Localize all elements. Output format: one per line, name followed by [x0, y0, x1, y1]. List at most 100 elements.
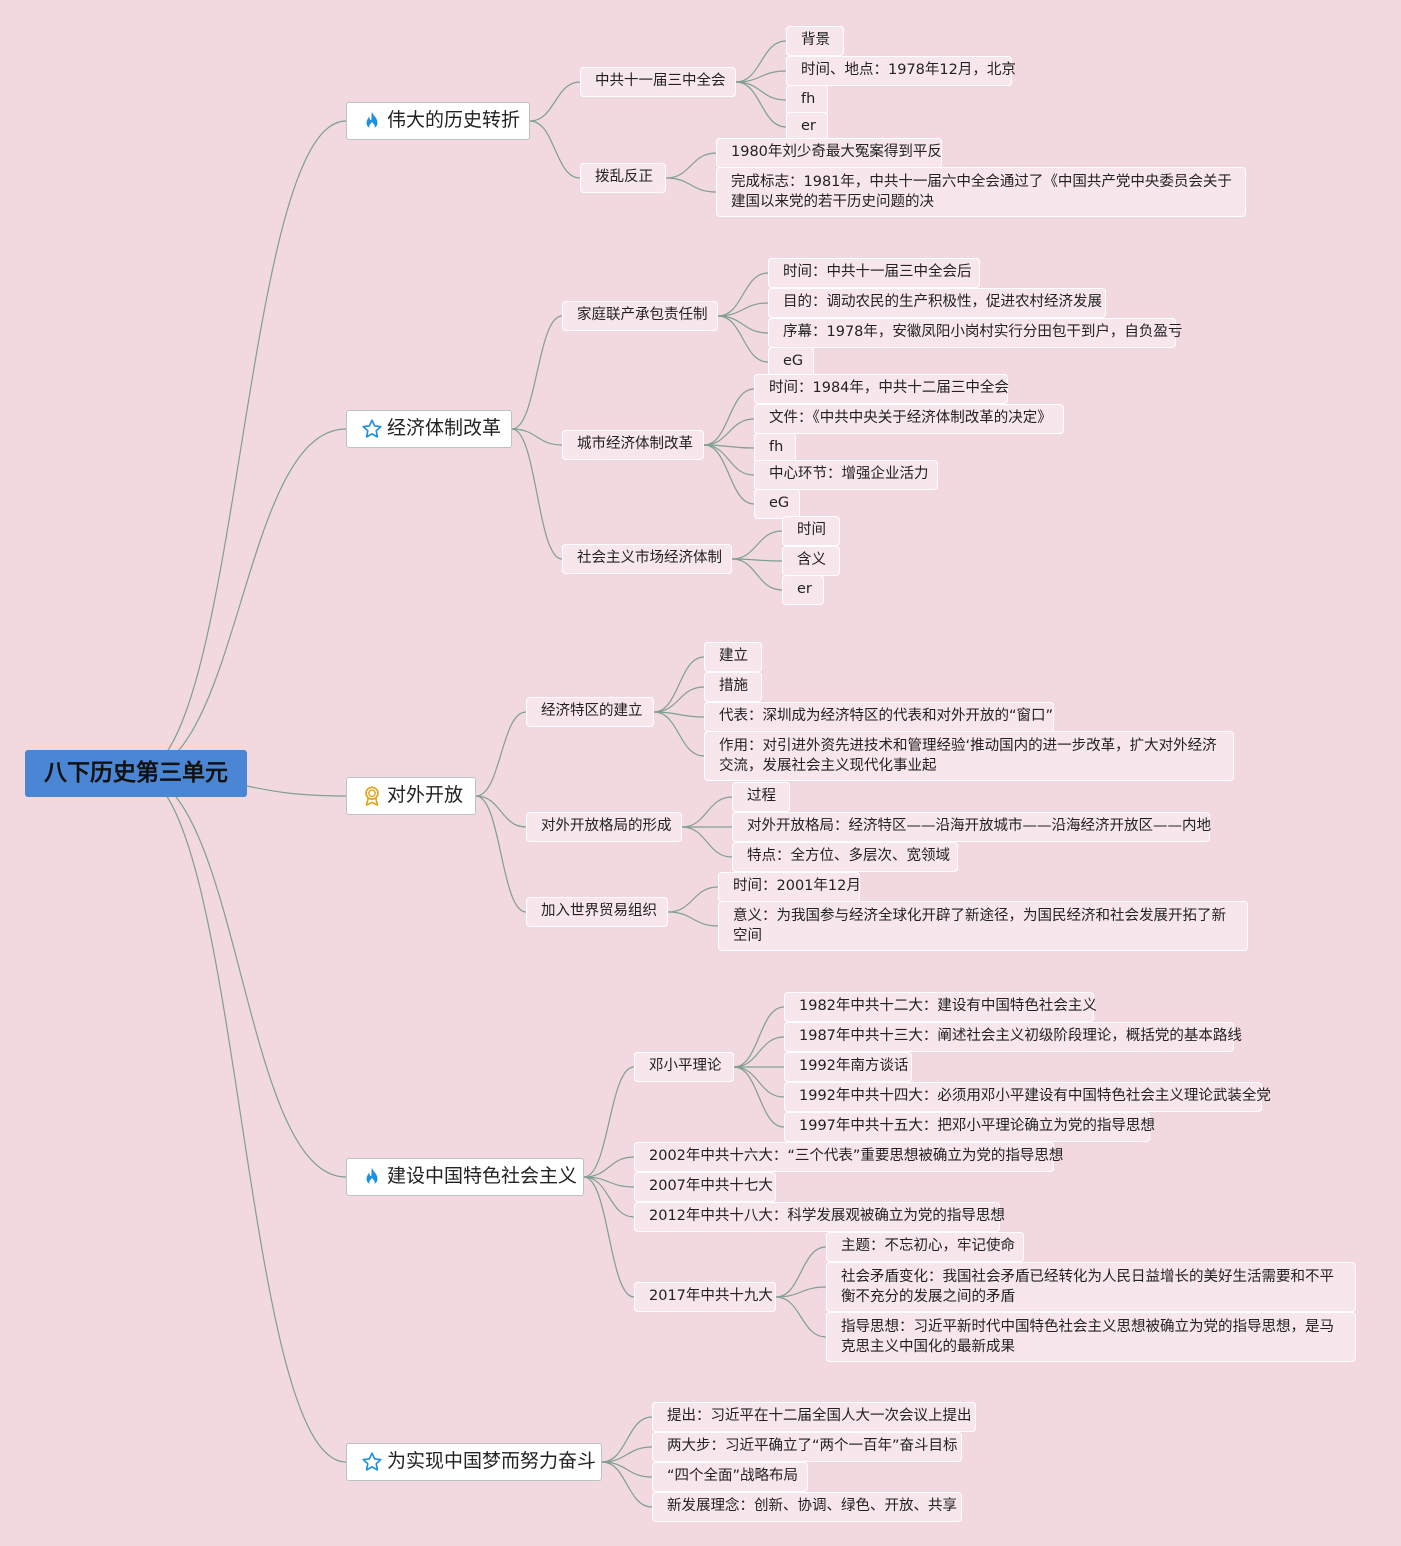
link-branch-3-child-3	[583, 1176, 635, 1218]
leaf-1-1-1[interactable]: 文件：《中共中央关于经济体制改革的决定》	[754, 404, 1064, 434]
subtopic-4-3[interactable]: 新发展理念：创新、协调、绿色、开放、共享	[652, 1492, 962, 1522]
leaf-3-0-1[interactable]: 1987年中共十三大：阐述社会主义初级阶段理论，概括党的基本路线	[784, 1022, 1242, 1052]
link-branch-3-child-1	[583, 1156, 635, 1178]
branch-topic-1[interactable]: 经济体制改革	[346, 410, 512, 448]
branch-topic-2[interactable]: 对外开放	[346, 777, 476, 815]
link-sub-0-1-leaf-0	[665, 152, 717, 179]
link-root-branch-0	[135, 120, 347, 775]
link-sub-2-0-leaf-0	[653, 656, 705, 713]
link-branch-2-child-2	[475, 795, 527, 913]
link-branch-1-child-1	[511, 428, 563, 446]
leaf-1-0-0[interactable]: 时间：中共十一届三中全会后	[768, 258, 980, 288]
link-sub-0-0-leaf-2	[735, 81, 787, 101]
subtopic-1-2[interactable]: 社会主义市场经济体制	[562, 544, 732, 574]
subtopic-1-1[interactable]: 城市经济体制改革	[562, 430, 704, 460]
subtopic-3-4[interactable]: 2017年中共十九大	[634, 1282, 776, 1312]
leaf-0-0-1[interactable]: 时间、地点：1978年12月，北京	[786, 56, 1016, 86]
subtopic-3-2[interactable]: 2007年中共十七大	[634, 1172, 776, 1202]
subtopic-0-0[interactable]: 中共十一届三中全会	[580, 67, 736, 97]
star-icon	[361, 1451, 383, 1473]
leaf-3-4-2[interactable]: 指导思想：习近平新时代中国特色社会主义思想被确立为党的指导思想，是马克思主义中国…	[826, 1312, 1356, 1362]
branch-topic-0[interactable]: 伟大的历史转折	[346, 102, 530, 140]
link-sub-0-0-leaf-3	[735, 81, 787, 128]
branch-topic-4[interactable]: 为实现中国梦而努力奋斗	[346, 1443, 602, 1481]
link-sub-1-0-leaf-3	[717, 315, 769, 363]
leaf-3-4-1[interactable]: 社会矛盾变化：我国社会矛盾已经转化为人民日益增长的美好生活需要和不平衡不充分的发…	[826, 1262, 1356, 1312]
subtopic-2-0[interactable]: 经济特区的建立	[526, 697, 654, 727]
leaf-3-0-2[interactable]: 1992年南方谈话	[784, 1052, 912, 1082]
fire-icon	[361, 110, 383, 132]
leaf-1-0-3[interactable]: eG	[768, 347, 814, 377]
branch-title: 为实现中国梦而努力奋斗	[387, 1450, 597, 1472]
leaf-1-2-2[interactable]: er	[782, 575, 824, 605]
leaf-3-0-4[interactable]: 1997年中共十五大：把邓小平理论确立为党的指导思想	[784, 1112, 1155, 1142]
link-branch-4-child-1	[601, 1446, 653, 1463]
link-sub-0-0-leaf-0	[735, 40, 787, 83]
link-branch-4-child-2	[601, 1461, 653, 1478]
leaf-1-0-1[interactable]: 目的：调动农民的生产积极性，促进农村经济发展	[768, 288, 1106, 318]
link-branch-3-child-4	[583, 1176, 635, 1298]
leaf-0-1-0[interactable]: 1980年刘少奇最大冤案得到平反	[716, 138, 942, 168]
link-sub-2-1-leaf-0	[681, 796, 733, 828]
link-root-branch-1	[135, 428, 347, 775]
link-sub-1-1-leaf-0	[703, 388, 755, 446]
leaf-1-2-1[interactable]: 含义	[782, 546, 840, 576]
leaf-0-0-0[interactable]: 背景	[786, 26, 844, 56]
leaf-0-1-1[interactable]: 完成标志：1981年，中共十一届六中全会通过了《中国共产党中央委员会关于建国以来…	[716, 167, 1246, 217]
leaf-3-0-3[interactable]: 1992年中共十四大：必须用邓小平建设有中国特色社会主义理论武装全党	[784, 1082, 1271, 1112]
link-sub-1-1-leaf-1	[703, 418, 755, 446]
leaf-1-1-2[interactable]: fh	[754, 433, 796, 463]
link-branch-4-child-0	[601, 1416, 653, 1463]
subtopic-3-3[interactable]: 2012年中共十八大：科学发展观被确立为党的指导思想	[634, 1202, 1005, 1232]
link-sub-2-2-leaf-0	[667, 886, 719, 913]
branch-title: 对外开放	[387, 784, 464, 806]
subtopic-4-0[interactable]: 提出：习近平在十二届全国人大一次会议上提出	[652, 1402, 976, 1432]
link-sub-3-4-leaf-2	[775, 1296, 827, 1338]
subtopic-3-1[interactable]: 2002年中共十六大：“三个代表”重要思想被确立为党的指导思想	[634, 1142, 1063, 1172]
subtopic-4-1[interactable]: 两大步：习近平确立了“两个一百年”奋斗目标	[652, 1432, 962, 1462]
subtopic-1-0[interactable]: 家庭联产承包责任制	[562, 301, 718, 331]
subtopic-4-2[interactable]: “四个全面”战略布局	[652, 1462, 808, 1492]
link-branch-3-child-0	[583, 1066, 635, 1178]
link-sub-1-1-leaf-3	[703, 444, 755, 476]
subtopic-3-0[interactable]: 邓小平理论	[634, 1052, 734, 1082]
link-sub-1-2-leaf-2	[731, 558, 783, 591]
subtopic-2-1[interactable]: 对外开放格局的形成	[526, 812, 682, 842]
link-sub-2-2-leaf-1	[667, 911, 719, 927]
link-sub-1-0-leaf-1	[717, 302, 769, 317]
link-sub-1-2-leaf-0	[731, 530, 783, 560]
branch-title: 建设中国特色社会主义	[387, 1165, 578, 1187]
leaf-2-2-0[interactable]: 时间：2001年12月	[718, 872, 861, 902]
subtopic-2-2[interactable]: 加入世界贸易组织	[526, 897, 668, 927]
leaf-0-0-2[interactable]: fh	[786, 85, 828, 115]
leaf-2-0-0[interactable]: 建立	[704, 642, 762, 672]
link-sub-3-0-leaf-3	[733, 1066, 785, 1098]
leaf-1-1-4[interactable]: eG	[754, 489, 800, 519]
branch-topic-3[interactable]: 建设中国特色社会主义	[346, 1158, 584, 1196]
link-branch-0-child-0	[529, 81, 581, 122]
root-topic[interactable]: 八下历史第三单元	[25, 750, 247, 797]
leaf-2-0-3[interactable]: 作用：对引进外资先进技术和管理经验‘推动国内的进一步改革，扩大对外经济交流，发展…	[704, 731, 1234, 781]
leaf-2-0-2[interactable]: 代表：深圳成为经济特区的代表和对外开放的“窗口”	[704, 702, 1054, 732]
branch-title: 经济体制改革	[387, 417, 502, 439]
leaf-0-0-3[interactable]: er	[786, 112, 828, 142]
link-sub-1-0-leaf-0	[717, 272, 769, 317]
leaf-2-1-0[interactable]: 过程	[732, 782, 790, 812]
link-sub-0-1-leaf-1	[665, 177, 717, 193]
subtopic-0-1[interactable]: 拨乱反正	[580, 163, 666, 193]
link-branch-1-child-0	[511, 315, 563, 430]
leaf-2-1-1[interactable]: 对外开放格局：经济特区——沿海开放城市——沿海经济开放区——内地	[732, 812, 1211, 842]
fire-icon	[361, 1166, 383, 1188]
leaf-1-1-3[interactable]: 中心环节：增强企业活力	[754, 460, 938, 490]
leaf-1-2-0[interactable]: 时间	[782, 516, 840, 546]
leaf-2-2-1[interactable]: 意义：为我国参与经济全球化开辟了新途径，为国民经济和社会发展开拓了新空间	[718, 901, 1248, 951]
link-branch-0-child-1	[529, 120, 581, 179]
leaf-3-0-0[interactable]: 1982年中共十二大：建设有中国特色社会主义	[784, 992, 1097, 1022]
leaf-2-1-2[interactable]: 特点：全方位、多层次、宽领域	[732, 842, 958, 872]
leaf-2-0-1[interactable]: 措施	[704, 672, 762, 702]
link-sub-2-0-leaf-3	[653, 711, 705, 757]
leaf-3-4-0[interactable]: 主题：不忘初心，牢记使命	[826, 1232, 1024, 1262]
link-sub-3-0-leaf-1	[733, 1036, 785, 1068]
leaf-1-1-0[interactable]: 时间：1984年，中共十二届三中全会	[754, 374, 1009, 404]
leaf-1-0-2[interactable]: 序幕：1978年，安徽凤阳小岗村实行分田包干到户，自负盈亏	[768, 318, 1182, 348]
